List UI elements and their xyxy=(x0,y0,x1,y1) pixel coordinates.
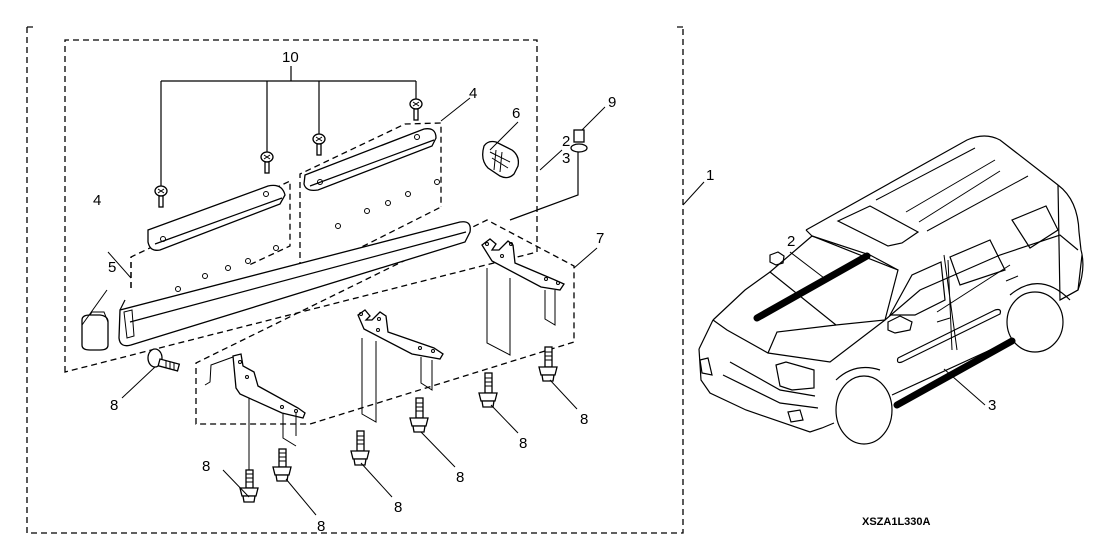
callout-8: 8 xyxy=(456,469,464,486)
callout-8: 8 xyxy=(394,499,402,516)
rail-holes xyxy=(175,179,440,292)
bolt-icon xyxy=(409,397,429,433)
bracket-rear xyxy=(481,238,565,356)
callout-3: 3 xyxy=(562,150,570,167)
vehicle-callout-3: 3 xyxy=(988,397,996,414)
callout-1: 1 xyxy=(706,167,714,184)
end-cap-6 xyxy=(482,140,520,179)
bolt-icon xyxy=(272,448,292,482)
callout-8: 8 xyxy=(317,518,325,535)
step-pad-boundaries xyxy=(130,122,442,288)
callout-6: 6 xyxy=(512,105,520,122)
running-board-right-highlight xyxy=(893,337,1016,409)
vehicle-illustration: 2 3 xyxy=(698,135,1084,445)
vehicle-callout-2: 2 xyxy=(787,233,795,250)
callout-8: 8 xyxy=(110,397,118,414)
bolt-icon xyxy=(239,469,259,503)
callouts: 1 2 3 4 4 5 6 7 8 8 8 8 8 8 8 9 10 xyxy=(93,49,714,535)
kit-boundary xyxy=(26,26,684,534)
screw-icon xyxy=(409,98,423,121)
bracket-boundary xyxy=(195,219,575,425)
callout-4-left: 4 xyxy=(93,192,101,209)
step-pad-left xyxy=(147,184,286,251)
running-board-rail xyxy=(118,179,471,347)
screw-icon xyxy=(260,151,274,174)
bracket-middle xyxy=(357,309,444,423)
bracket-front xyxy=(204,353,306,475)
callout-4-right: 4 xyxy=(469,85,477,102)
callout-9: 9 xyxy=(608,94,616,111)
leader-lines xyxy=(81,97,705,516)
callout-10: 10 xyxy=(282,49,299,66)
callout-2: 2 xyxy=(562,133,570,150)
flange-bolts xyxy=(147,346,558,503)
nut-9 xyxy=(509,129,588,221)
screw-icon xyxy=(312,133,326,156)
screw-icon xyxy=(154,185,168,208)
callout-5: 5 xyxy=(108,259,116,276)
callout-8: 8 xyxy=(519,435,527,452)
rail-assembly-boundary xyxy=(64,39,538,373)
reference-code: XSZA1L330A xyxy=(862,516,931,528)
callout-8: 8 xyxy=(202,458,210,475)
callout-7: 7 xyxy=(596,230,604,247)
running-board-left-highlight xyxy=(753,252,871,322)
screws xyxy=(154,66,423,208)
bolt-icon xyxy=(478,372,498,408)
bolt-icon xyxy=(350,430,370,466)
bolt-icon xyxy=(538,346,558,382)
end-cap-5 xyxy=(81,311,109,351)
step-pad-right xyxy=(303,128,437,192)
bolt-icon xyxy=(147,348,181,372)
callout-8: 8 xyxy=(580,411,588,428)
